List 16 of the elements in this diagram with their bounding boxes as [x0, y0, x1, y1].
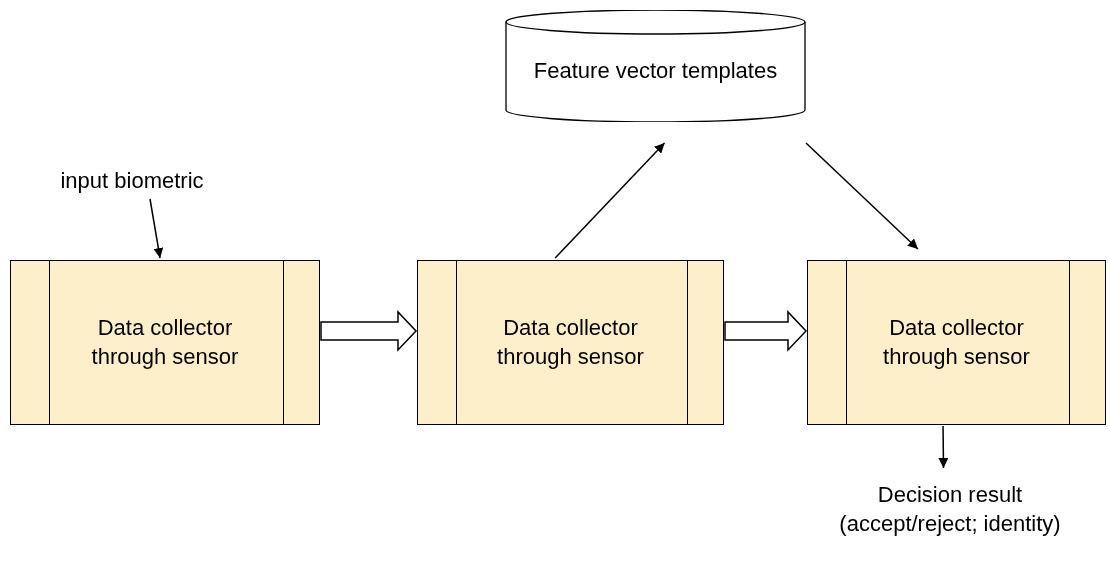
node-text: Data collector through sensor [496, 313, 645, 371]
arrow [554, 142, 666, 259]
arrow [805, 142, 919, 250]
process-box [10, 260, 320, 425]
process-box [807, 260, 1106, 425]
node-text: input biometric [60, 166, 204, 195]
node-text: Feature vector templates [533, 56, 778, 85]
block-arrow [320, 310, 418, 352]
process-box [417, 260, 724, 425]
node-subtext: (accept/reject; identity) [839, 510, 1061, 538]
block-arrow [724, 310, 808, 352]
node-text: Data collector through sensor [90, 313, 240, 371]
arrow [938, 425, 949, 469]
arrow [149, 198, 164, 259]
node-text: Data collector through sensor [882, 313, 1031, 371]
node-text: Decision result [877, 481, 1023, 510]
